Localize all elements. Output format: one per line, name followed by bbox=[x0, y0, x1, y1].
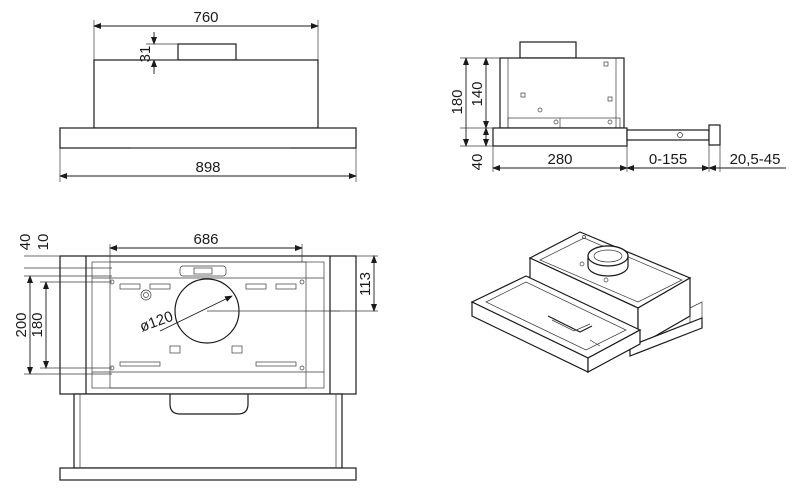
dim-text-200: 200 bbox=[13, 312, 30, 337]
dim-text-20-5-45: 20,5-45 bbox=[730, 151, 781, 168]
side-handle bbox=[708, 124, 721, 146]
dim-text-898: 898 bbox=[195, 159, 220, 176]
dim-text-10: 10 bbox=[35, 234, 52, 251]
plan-drawer bbox=[73, 393, 343, 469]
dim-text-40-side: 40 bbox=[469, 154, 486, 171]
dim-text-113: 113 bbox=[357, 272, 374, 296]
dim-text-180: 180 bbox=[449, 89, 466, 114]
dim-text-180-plan: 180 bbox=[29, 312, 46, 337]
side-view: 180 140 40 280 0-155 20,5-45 bbox=[449, 41, 786, 172]
front-collar bbox=[177, 43, 237, 61]
front-view: 760 31 898 bbox=[59, 9, 357, 182]
dim-text-140: 140 bbox=[469, 81, 486, 106]
side-drawer bbox=[626, 129, 710, 141]
plan-view: ø120 686 113 40 10 200 180 bbox=[13, 231, 378, 481]
side-collar bbox=[519, 41, 577, 59]
front-body bbox=[93, 59, 319, 129]
dim-text-31: 31 bbox=[137, 46, 154, 63]
side-body bbox=[499, 57, 625, 129]
front-base bbox=[59, 127, 357, 149]
dim-text-0-155: 0-155 bbox=[649, 151, 687, 168]
plan-handle bbox=[169, 394, 249, 415]
iso-view bbox=[470, 231, 703, 374]
dim-text-686: 686 bbox=[193, 231, 218, 248]
dim-text-40-plan: 40 bbox=[17, 234, 34, 251]
side-base bbox=[492, 127, 628, 147]
dim-text-760: 760 bbox=[193, 9, 218, 26]
dim-text-280: 280 bbox=[547, 151, 572, 168]
